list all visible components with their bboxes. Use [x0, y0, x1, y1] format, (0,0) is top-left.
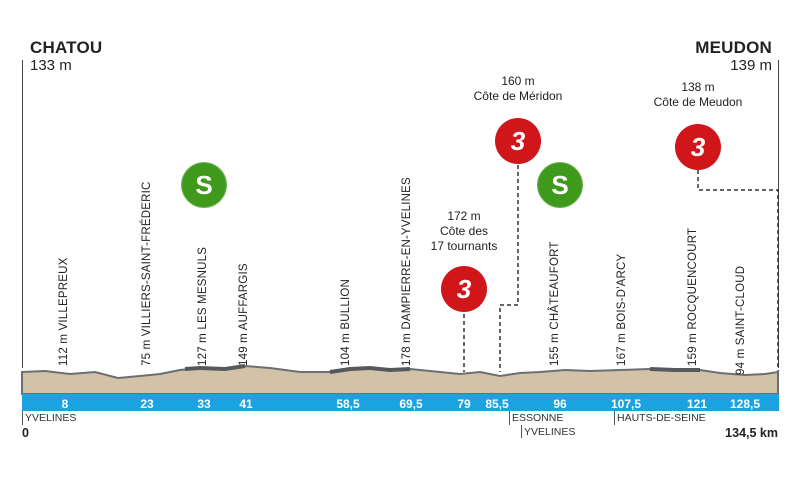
km-tick: 107,5 [610, 397, 642, 411]
climb-name-1a: Côte des [439, 224, 489, 238]
climb-label-2: 160 m Côte de Méridon [458, 74, 578, 104]
sprint-circle-2 [537, 162, 583, 208]
km-tick: 23 [140, 397, 154, 411]
finish-city-name: MEUDON [695, 38, 772, 57]
climb-name-2: Côte de Méridon [473, 89, 563, 103]
climb-name-3: Côte de Meudon [653, 95, 743, 109]
profile-ridge [184, 364, 246, 372]
climb-altitude-2: 160 m [501, 74, 535, 88]
start-city-name: CHATOU [30, 38, 103, 57]
climb-badge-1: 3 [441, 266, 487, 312]
climb-category-2: 3 [511, 126, 526, 156]
climb-label-3: 138 m Côte de Meudon [640, 80, 756, 110]
waypoint-label: 159 m ROCQUENCOURT [687, 227, 699, 366]
km-tick: 128,5 [729, 397, 761, 411]
climb-name-1b: 17 tournants [430, 239, 498, 253]
department-label: HAUTS-DE-SEINE [617, 412, 706, 424]
km-tick: 41 [239, 397, 253, 411]
climb-altitude-1: 172 m [447, 209, 481, 223]
start-city-altitude: 133 m [30, 57, 72, 74]
sprint-badge-2: S [536, 161, 584, 209]
km-bar [22, 394, 779, 411]
waypoint-label: 75 m VILLIERS-SAINT-FRÉDERIC [141, 181, 153, 366]
km-tick: 85,5 [485, 397, 509, 411]
waypoint-label: 167 m BOIS-D'ARCY [616, 253, 628, 366]
sprint-badge-1: S [180, 161, 228, 209]
waypoint-label: 112 m VILLEPREUX [58, 257, 70, 366]
climb-label-1: 172 m Côte des 17 tournants [424, 209, 504, 254]
climb-category-1: 3 [457, 274, 472, 304]
sprint-label-1: S [195, 170, 212, 200]
km-tick: 96 [553, 397, 567, 411]
waypoint-label: 178 m DAMPIERRE-EN-YVELINES [401, 177, 413, 366]
climb-connector-2 [499, 165, 519, 372]
department-label: ESSONNE [512, 412, 564, 424]
finish-city-altitude: 139 m [730, 57, 772, 74]
sprint-label-2: S [551, 170, 568, 200]
profile-ridge [329, 365, 411, 374]
km-tick: 69,5 [399, 397, 423, 411]
distance-start: 0 [22, 426, 29, 440]
climb-altitude-3: 138 m [681, 80, 715, 94]
department-label: YVELINES [25, 412, 77, 424]
sprint-circle-1 [181, 162, 227, 208]
climb-connector-3 [697, 170, 779, 372]
profile-ridge [649, 367, 700, 372]
climb-category-3: 3 [691, 132, 706, 162]
waypoint-label: 149 m AUFFARGIS [238, 263, 250, 366]
km-tick: 8 [61, 397, 69, 411]
waypoint-label: 155 m CHÂTEAUFORT [549, 241, 561, 366]
distance-total: 134,5 km [725, 426, 778, 440]
department-label: YVELINES [524, 426, 576, 438]
km-tick: 33 [197, 397, 211, 411]
elevation-profile [21, 364, 779, 395]
climb-circle-2 [495, 118, 541, 164]
waypoint-label: 104 m BULLION [340, 279, 352, 366]
climb-circle-1 [441, 266, 487, 312]
km-tick: 121 [686, 397, 708, 411]
climb-circle-3 [675, 124, 721, 170]
waypoint-label: 127 m LES MESNULS [197, 246, 209, 366]
km-tick: 79 [457, 397, 471, 411]
waypoint-label: 94 m SAINT-CLOUD [735, 265, 747, 375]
km-tick: 58,5 [336, 397, 360, 411]
climb-badge-3: 3 [675, 124, 721, 170]
climb-badge-2: 3 [495, 118, 541, 164]
